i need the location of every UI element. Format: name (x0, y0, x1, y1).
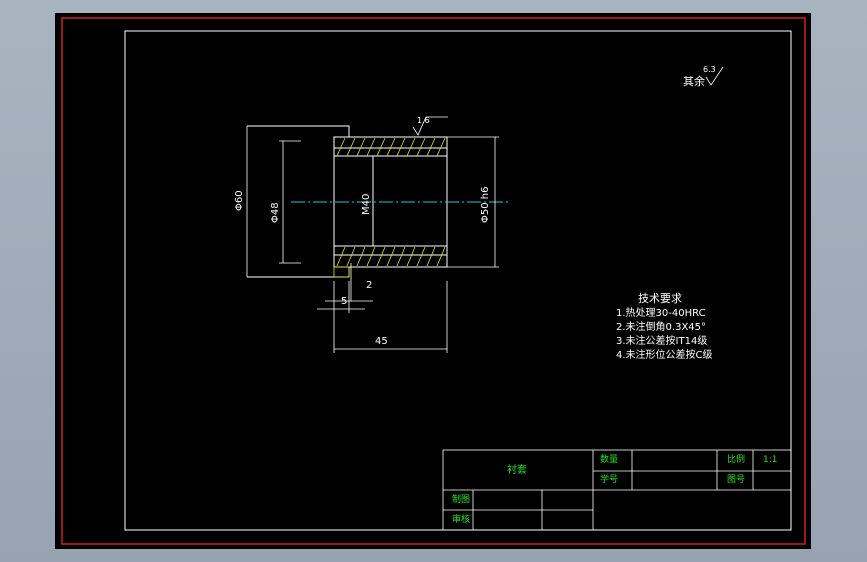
flange-hatch (333, 266, 350, 278)
roughness-symbol-top (412, 116, 448, 136)
dim-thread: M40 (361, 193, 372, 215)
part-name: 衬套 (507, 465, 527, 476)
title-block (442, 449, 792, 531)
dim-outer-flange: Φ60 (234, 190, 245, 211)
scale-label: 比例 (727, 455, 746, 465)
student-id-label: 学号 (600, 475, 619, 485)
inner-border (124, 30, 792, 531)
roughness-general-label: 其余 (683, 75, 705, 88)
roughness-top-value: 1.6 (417, 116, 430, 125)
quantity-label: 数量 (600, 455, 619, 465)
dim-flange-width: 5 (341, 296, 348, 307)
dim-chamfer: 2 (366, 280, 373, 291)
tech-requirement-item: 3.未注公差按IT14级 (616, 336, 708, 347)
tech-requirements: 技术要求 1.热处理30-40HRC 2.未注倒角0.3X45° 3.未注公差按… (616, 293, 713, 361)
dim-inner: Φ48 (270, 202, 281, 223)
tech-requirements-title: 技术要求 (638, 292, 682, 305)
drawing-no-label: 图号 (727, 475, 746, 485)
drafter-label: 制图 (452, 495, 471, 505)
hatch-top (336, 137, 446, 157)
cad-viewport[interactable]: 其余 6.3 1.6 Φ60 Φ48 M40 Φ50 h6 45 5 2 技术要… (55, 13, 811, 549)
tech-requirement-item: 2.未注倒角0.3X45° (616, 322, 707, 333)
tech-requirement-item: 4.未注形位公差按C级 (616, 350, 713, 361)
outer-border (61, 17, 806, 545)
scale-value: 1:1 (763, 455, 778, 465)
hatch-bottom (336, 246, 446, 267)
dim-outer-body: Φ50 h6 (480, 186, 491, 223)
dim-length: 45 (375, 336, 388, 347)
reviewer-label: 审核 (452, 515, 471, 525)
dimension-lines (246, 126, 499, 353)
drawing-canvas (61, 17, 806, 545)
roughness-symbol-general (705, 66, 724, 86)
tech-requirement-item: 1.热处理30-40HRC (616, 308, 706, 319)
roughness-general-value: 6.3 (703, 65, 716, 74)
